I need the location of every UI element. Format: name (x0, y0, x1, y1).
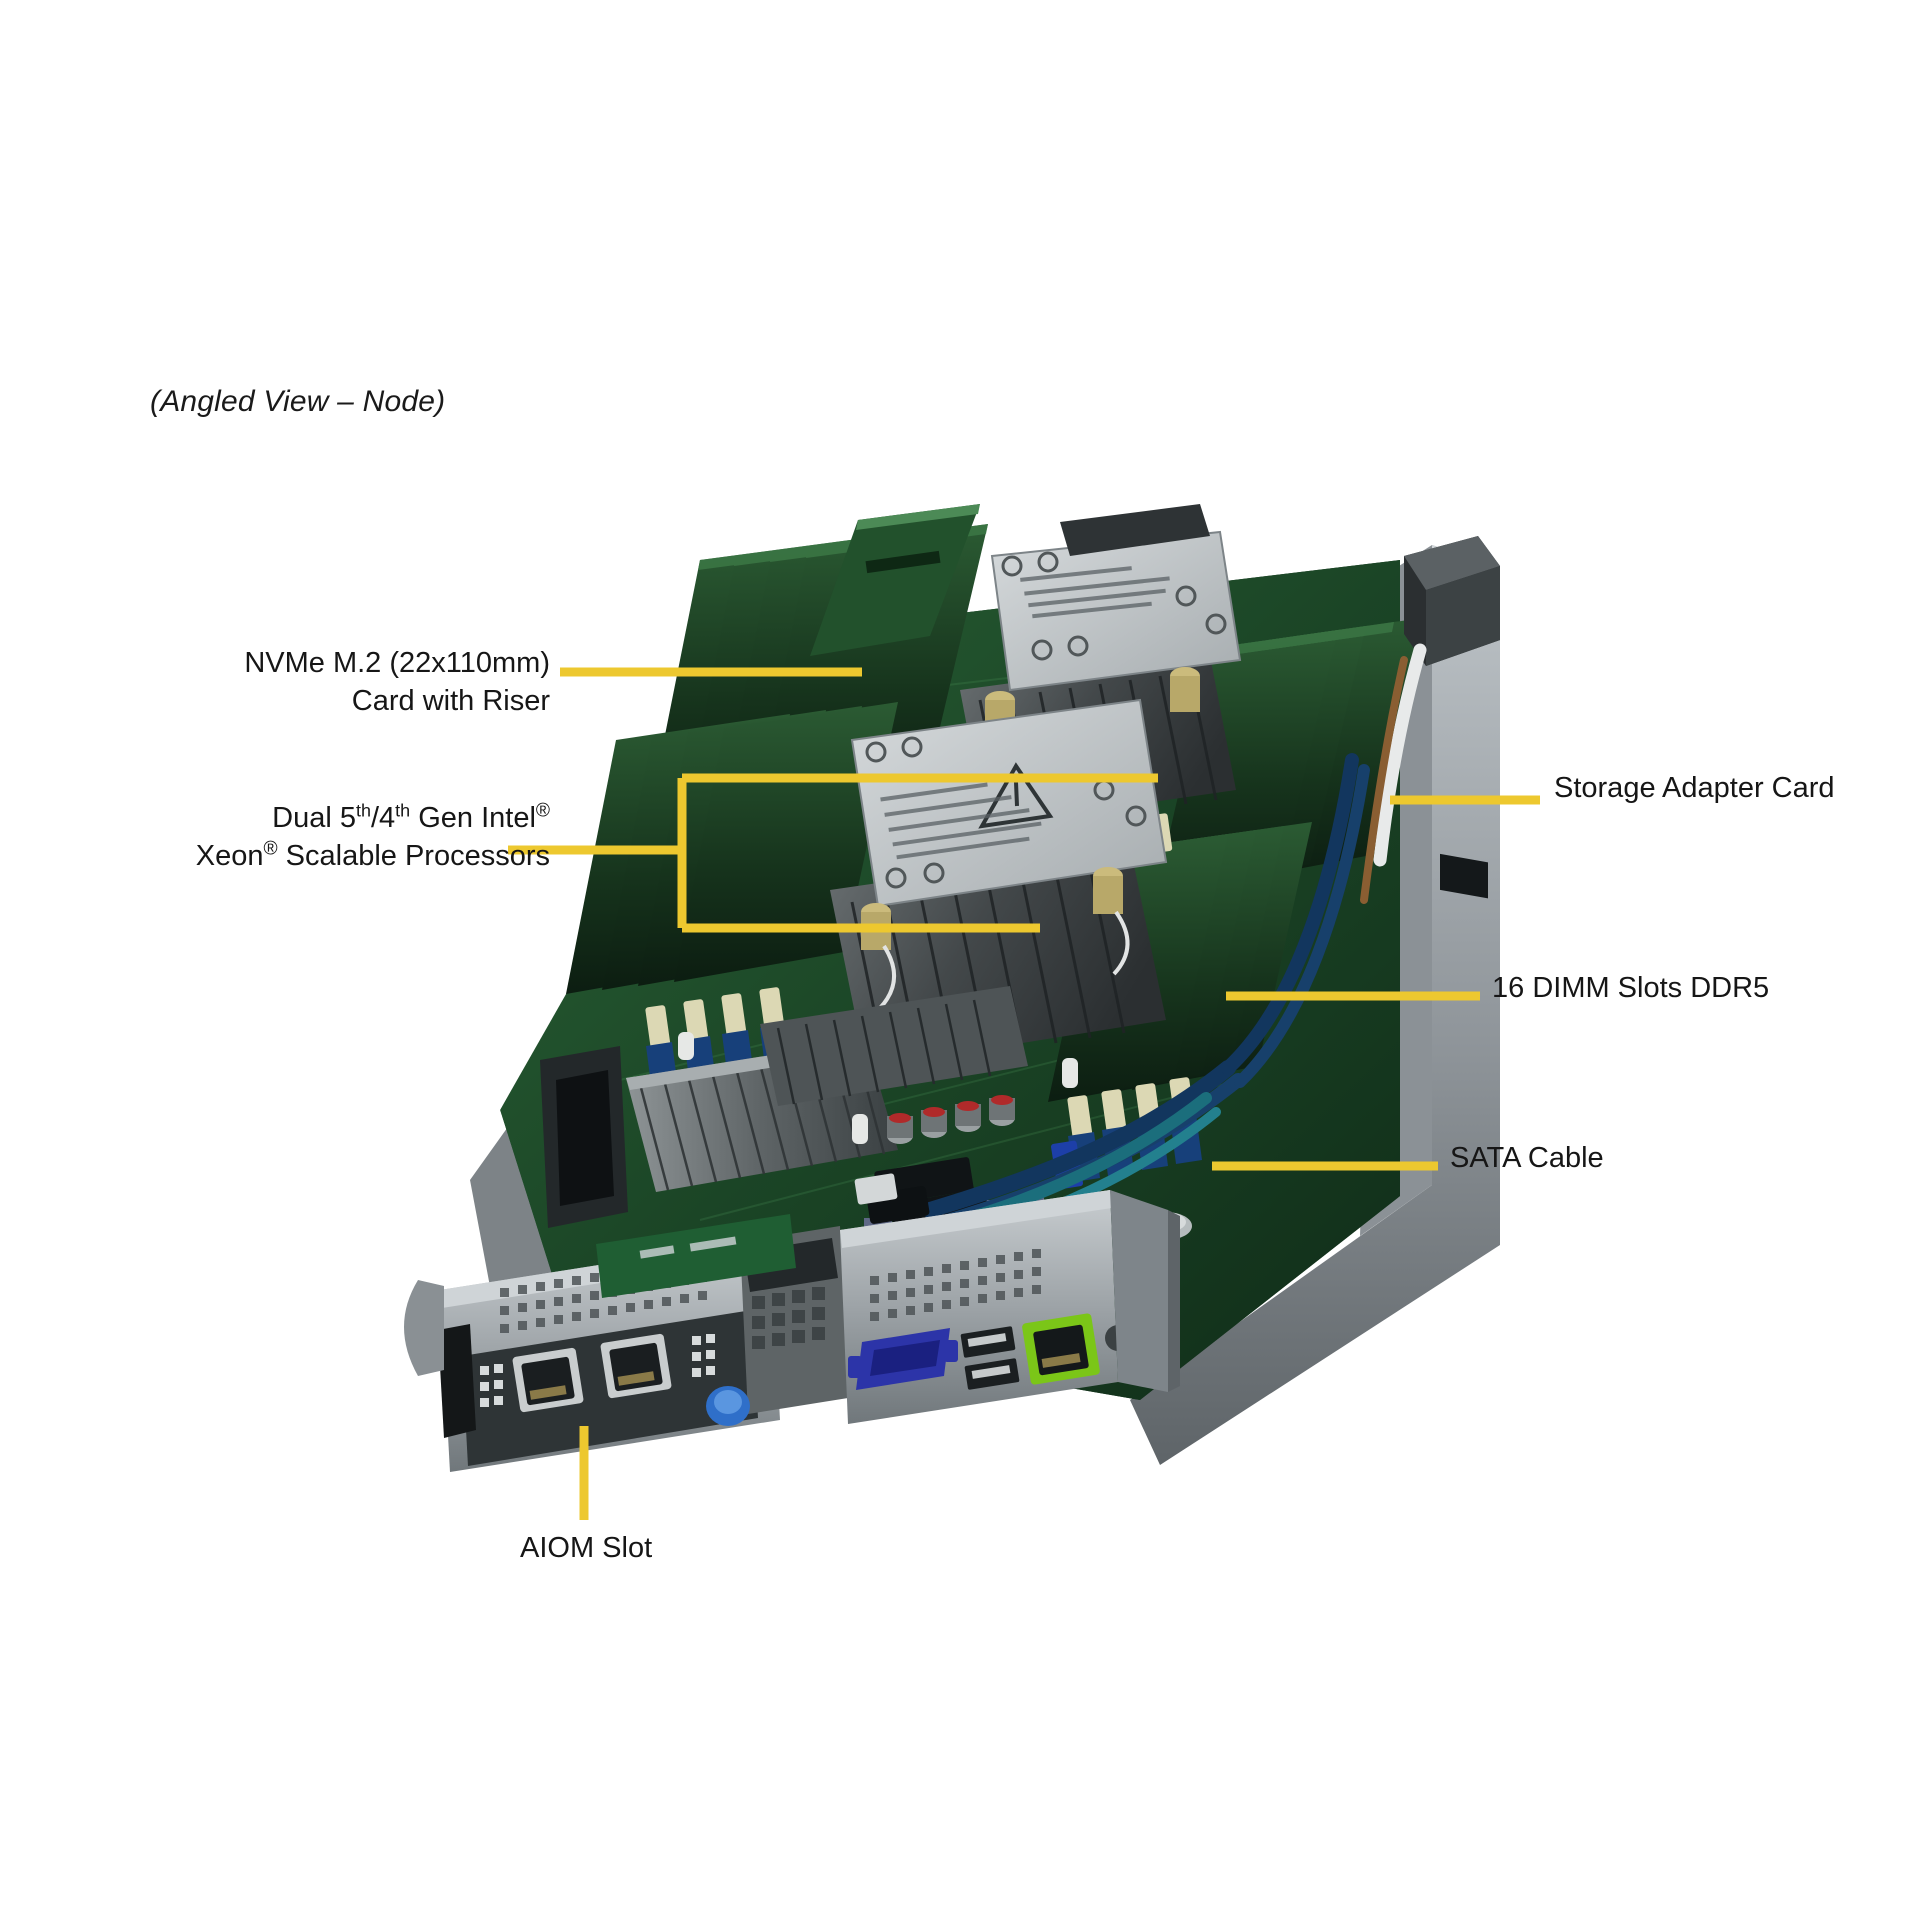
callout-cpu-line-2: Xeon® Scalable Processors (195, 838, 550, 872)
aiom-network-card (596, 1214, 796, 1298)
aiom-rj45-port-2 (600, 1333, 672, 1399)
callout-nvme-line-2: Card with Riser (351, 684, 550, 717)
callout-dimm-line-1: 16 DIMM Slots DDR5 (1492, 972, 1770, 1004)
callout-storage-line-1: Storage Adapter Card (1554, 772, 1835, 804)
callout-cpu-line-1: Dual 5th/4th Gen Intel® (272, 800, 550, 834)
storage-adapter-card (1360, 536, 1500, 904)
riser-bracket (540, 1046, 628, 1228)
callout-sata-line-1: SATA Cable (1450, 1142, 1604, 1174)
usb-ports (960, 1326, 1020, 1390)
callout-aiom-slot: AIOM Slot (520, 1530, 652, 1568)
callout-dual-intel-xeon-scalable-processors: Dual 5th/4th Gen Intel® Xeon® Scalable P… (150, 800, 550, 875)
nvme-m2-riser-card (810, 504, 980, 656)
callout-dimm-slots-ddr5: 16 DIMM Slots DDR5 (1492, 970, 1769, 1008)
leader-lines (508, 667, 1540, 1520)
blue-thumbscrew (706, 1386, 750, 1426)
front-io-panel (404, 1190, 1180, 1472)
callout-storage-adapter-card: Storage Adapter Card (1554, 770, 1835, 808)
warning-triangle-icon (978, 762, 1054, 829)
leader-cpu-bracket (508, 773, 1158, 933)
gold-standoff (861, 867, 1123, 950)
figure-caption: (Angled View – Node) (150, 385, 446, 418)
callout-aiom-line-1: AIOM Slot (520, 1532, 653, 1564)
callout-nvme-m2-card-with-riser: NVMe M.2 (22x110mm) Card with Riser (200, 645, 550, 720)
vrm-heatsink (760, 986, 1028, 1106)
aiom-rj45-port-1 (512, 1347, 584, 1413)
callout-nvme-line-1: NVMe M.2 (22x110mm) (244, 647, 550, 679)
ipmi-lan-port (1022, 1313, 1100, 1385)
vga-port (848, 1328, 958, 1390)
dimm-latch (645, 987, 785, 1051)
callout-sata-cable: SATA Cable (1450, 1140, 1604, 1178)
